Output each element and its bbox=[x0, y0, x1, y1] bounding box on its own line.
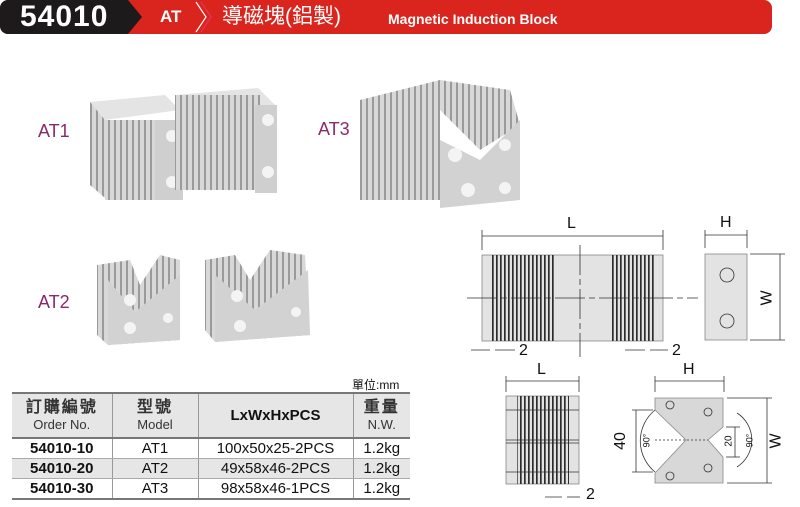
title-english: Magnetic Induction Block bbox=[388, 11, 558, 27]
dim-20: 20 bbox=[723, 435, 735, 447]
dim-W-bottom: W bbox=[767, 433, 785, 449]
order-no: 54010-20 bbox=[12, 458, 113, 479]
header-order-en: Order No. bbox=[33, 416, 91, 432]
v-block-front-drawing bbox=[505, 376, 580, 498]
header-model-cn: 型號 bbox=[136, 398, 173, 416]
v-block-end-drawing bbox=[632, 376, 772, 484]
product-photos bbox=[90, 80, 520, 345]
size: 100x50x25-2PCS bbox=[198, 438, 354, 459]
dim-H-top: H bbox=[720, 214, 732, 231]
angle-90-right: 90° bbox=[744, 433, 755, 448]
table-row: 54010-10 AT1 100x50x25-2PCS 1.2kg bbox=[12, 438, 410, 459]
side-view-drawing bbox=[704, 230, 785, 341]
dim-L-top: L bbox=[567, 215, 576, 232]
model: AT3 bbox=[112, 478, 199, 500]
weight: 1.2kg bbox=[353, 458, 410, 479]
unit-label: 單位:mm bbox=[352, 378, 400, 392]
top-view-drawing bbox=[467, 230, 698, 357]
dim-W-top: W bbox=[758, 290, 776, 306]
order-no: 54010-10 bbox=[12, 438, 113, 459]
at2-image bbox=[97, 250, 310, 345]
banner-shape bbox=[0, 0, 772, 34]
header-size: LxWxHxPCS bbox=[230, 407, 321, 424]
size: 98x58x46-1PCS bbox=[198, 478, 354, 500]
table-row: 54010-30 AT3 98x58x46-1PCS 1.2kg bbox=[12, 478, 410, 500]
model: AT1 bbox=[112, 438, 199, 459]
dim-2-bottom: 2 bbox=[586, 486, 595, 503]
at3-label: AT3 bbox=[318, 119, 350, 139]
table-row: 54010-20 AT2 49x58x46-2PCS 1.2kg bbox=[12, 458, 410, 479]
title-chinese: 導磁塊(鋁製) bbox=[222, 5, 341, 28]
at1-label: AT1 bbox=[38, 121, 70, 141]
at2-label: AT2 bbox=[38, 292, 70, 312]
dim-H-bottom: H bbox=[683, 361, 695, 378]
angle-90-left: 90° bbox=[641, 433, 652, 448]
dim-40: 40 bbox=[611, 432, 629, 450]
series-label: AT bbox=[160, 7, 182, 26]
weight: 1.2kg bbox=[353, 478, 410, 500]
weight: 1.2kg bbox=[353, 438, 410, 459]
size: 49x58x46-2PCS bbox=[198, 458, 354, 479]
title-banner: 54010 AT 導磁塊(鋁製) Magnetic Induction Bloc… bbox=[0, 0, 772, 34]
dim-L-bottom: L bbox=[537, 361, 546, 378]
at3-image bbox=[360, 80, 520, 208]
product-code: 54010 bbox=[20, 0, 109, 33]
header-weight-en: N.W. bbox=[367, 416, 396, 432]
at1-image bbox=[90, 88, 277, 200]
dim-2-left: 2 bbox=[519, 342, 528, 359]
header-order-cn: 訂購編號 bbox=[25, 398, 98, 416]
header-model-en: Model bbox=[137, 416, 173, 432]
order-no: 54010-30 bbox=[12, 478, 113, 500]
model: AT2 bbox=[112, 458, 199, 479]
header-weight-cn: 重量 bbox=[363, 398, 400, 416]
dim-2-right: 2 bbox=[672, 342, 681, 359]
